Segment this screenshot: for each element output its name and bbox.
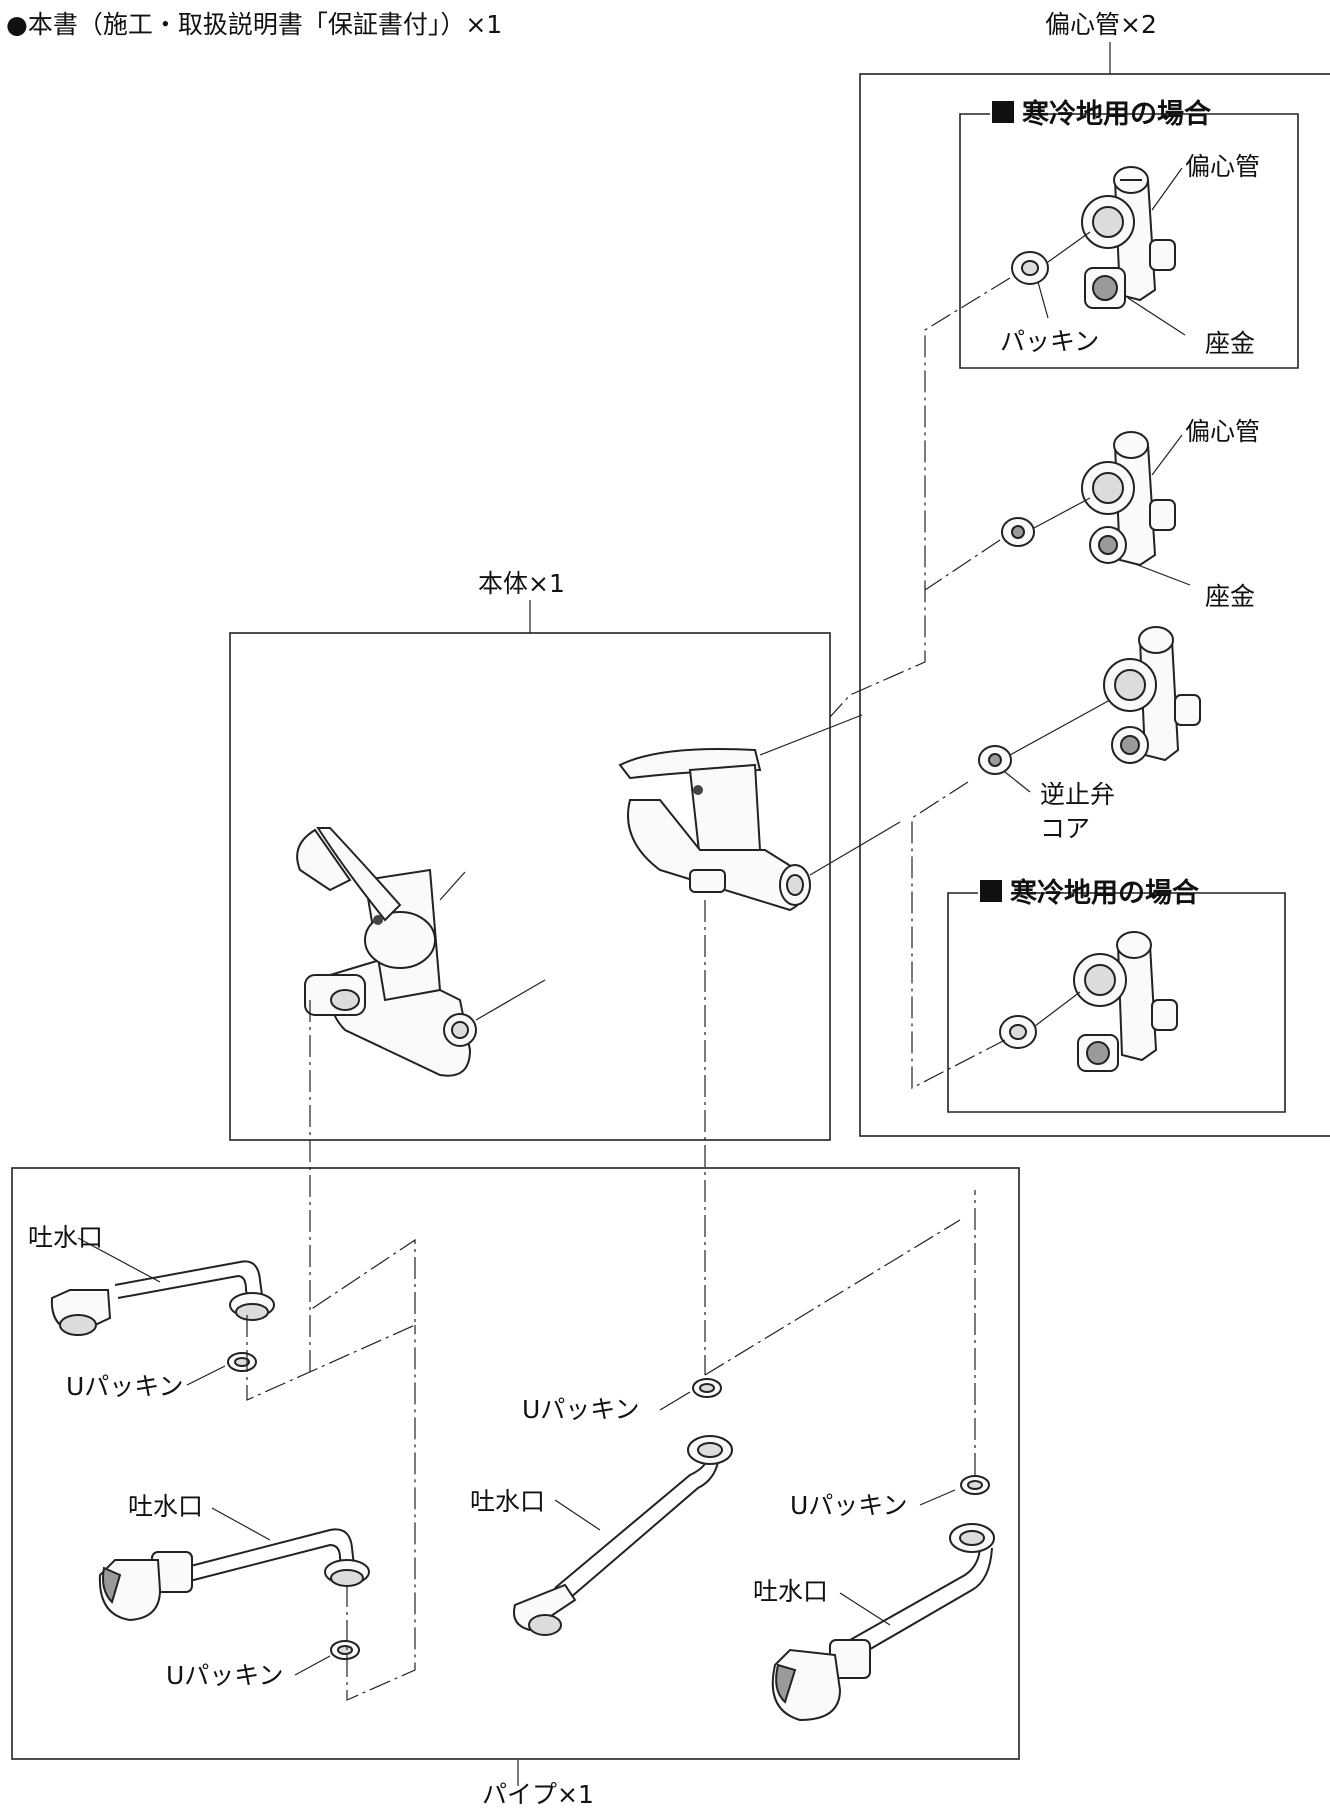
pipe-group-box: [11, 1167, 1020, 1760]
eccentric-pipe-part-2: [1001, 431, 1176, 567]
eccentric-pipe-part-1: [1011, 166, 1176, 309]
label-check-valve-1: 逆止弁: [1040, 780, 1115, 809]
spout-part-2: [98, 1528, 370, 1660]
spout-part-4: [771, 1475, 995, 1722]
faucet-body-left: [296, 827, 477, 1077]
label-spout-2: 吐水口: [128, 1492, 203, 1521]
label-u-packing-2: Uパッキン: [166, 1661, 284, 1690]
cold-region-title-1: 寒冷地用の場合: [1022, 98, 1211, 130]
label-u-packing-4: Uパッキン: [790, 1491, 908, 1520]
eccentric-pipe-part-3: [978, 626, 1201, 775]
label-spout-4: 吐水口: [753, 1577, 828, 1606]
cold-region-title-2: 寒冷地用の場合: [1010, 877, 1199, 909]
label-eccentric-pipe-1: 偏心管: [1185, 152, 1260, 181]
spout-part-1: [50, 1260, 275, 1372]
faucet-body-right: [618, 748, 811, 912]
label-packing: パッキン: [1000, 327, 1099, 356]
group-label-eccentric-pipe: 偏心管×2: [1045, 10, 1157, 39]
label-u-packing-1: Uパッキン: [66, 1372, 184, 1401]
label-eccentric-pipe-2: 偏心管: [1185, 417, 1260, 446]
label-u-packing-3: Uパッキン: [522, 1395, 640, 1424]
black-square-icon: [992, 101, 1014, 123]
black-square-icon: [980, 880, 1002, 902]
cold-region-box-top: 寒冷地用の場合: [959, 98, 1299, 369]
cold-region-box-bottom: 寒冷地用の場合: [947, 877, 1286, 1113]
label-check-valve-2: コア: [1040, 814, 1090, 843]
label-washer-1: 座金: [1205, 329, 1255, 358]
body-group-box: [229, 632, 831, 1141]
label-spout-1: 吐水口: [28, 1223, 103, 1252]
group-label-pipe: パイプ×1: [482, 1780, 594, 1809]
spout-part-3: [513, 1378, 733, 1636]
eccentric-pipe-group-box: [859, 73, 1330, 1137]
header-note: ●本書（施工・取扱説明書「保証書付」）×1: [6, 10, 502, 39]
label-washer-2: 座金: [1205, 582, 1255, 611]
label-spout-3: 吐水口: [470, 1487, 545, 1516]
group-label-body: 本体×1: [478, 569, 565, 598]
eccentric-pipe-part-4: [999, 931, 1178, 1072]
